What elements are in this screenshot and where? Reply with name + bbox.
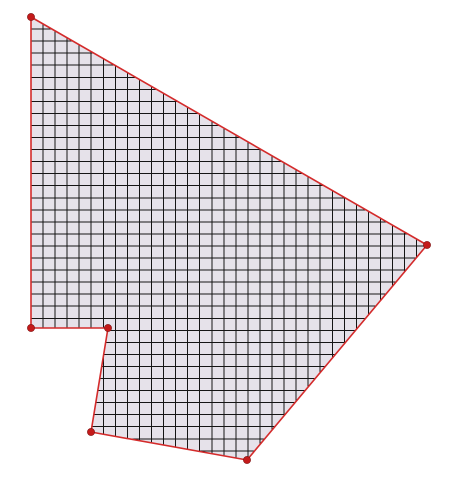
vertex-point: [87, 428, 95, 436]
vertex-point: [243, 456, 251, 464]
polygon-fill: [31, 17, 427, 460]
vertex-points: [27, 13, 431, 464]
vertex-point: [423, 241, 431, 249]
vertex-point: [104, 324, 112, 332]
vertex-point: [27, 324, 35, 332]
vertex-point: [27, 13, 35, 21]
